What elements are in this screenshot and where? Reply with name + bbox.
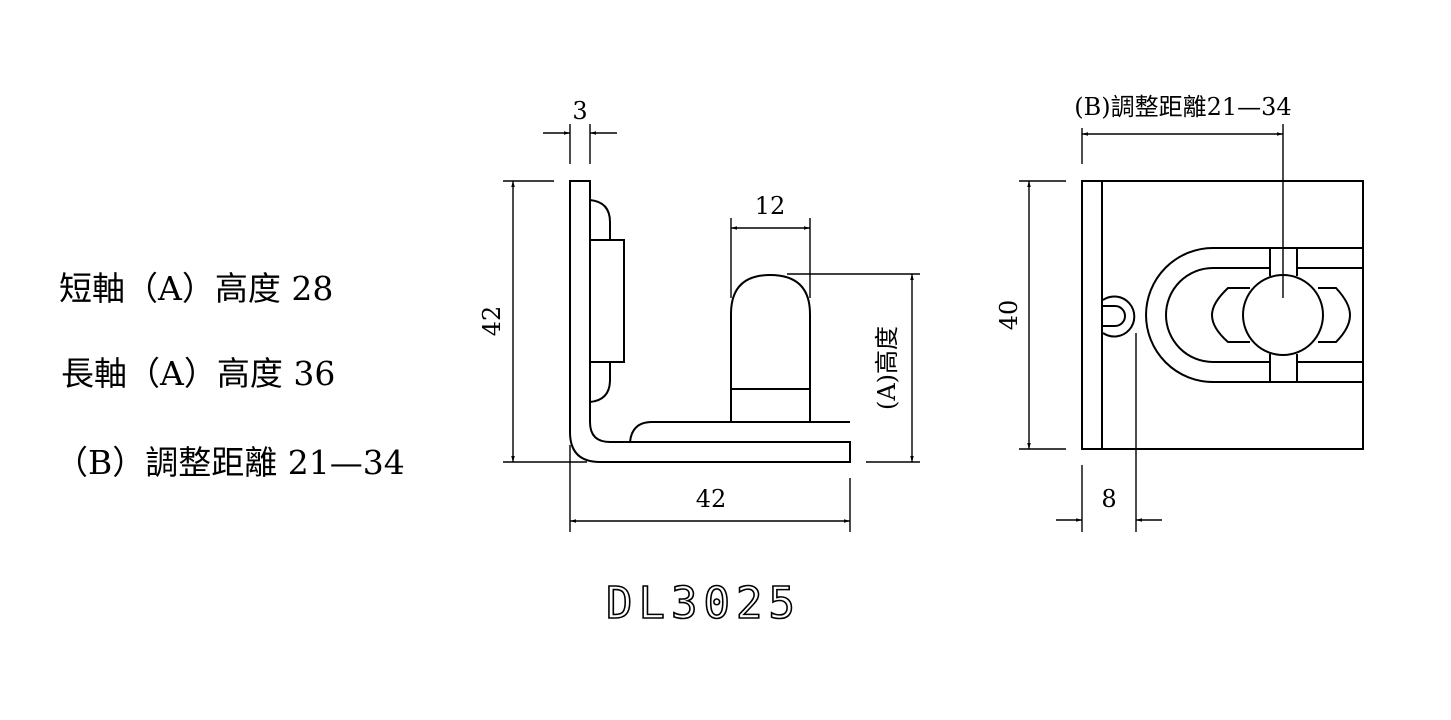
top-view-bracket xyxy=(1081,180,1364,450)
dim-pin-width-label: 12 xyxy=(755,192,786,220)
spec-label: 短軸（A）高度 xyxy=(58,269,281,308)
dimension-thickness: 3 xyxy=(543,97,617,164)
side-view-bracket xyxy=(569,180,851,463)
spec-adjust-distance: （B）調整距離 21—34 xyxy=(34,403,405,483)
model-number: DL3025 xyxy=(606,578,801,629)
spec-value: 28 xyxy=(291,269,334,308)
spec-value: 36 xyxy=(293,354,336,393)
dimension-width-42: 42 xyxy=(569,445,851,532)
dim-offset-label: 8 xyxy=(1101,485,1116,513)
dim-height-label: 42 xyxy=(478,306,506,337)
spec-short-axis-height: 短軸（A）高度 28 xyxy=(38,229,333,309)
dimension-pin-height: (A)高度 xyxy=(787,273,920,463)
dim-pin-height-label: (A)高度 xyxy=(873,326,901,410)
dimension-offset-8: 8 xyxy=(1056,333,1162,532)
spec-label: （B）調整距離 xyxy=(54,443,278,482)
dim-top-height-label: 40 xyxy=(995,300,1023,331)
spec-value: 21—34 xyxy=(287,443,405,482)
spec-long-axis-height: 長軸（A）高度 36 xyxy=(40,314,335,394)
spec-label: 長軸（A）高度 xyxy=(60,354,283,393)
dimension-height-40: 40 xyxy=(995,180,1066,450)
dimension-height-42: 42 xyxy=(478,180,587,463)
dimension-pin-width: 12 xyxy=(730,192,811,298)
dim-width-label: 42 xyxy=(696,485,727,513)
dimension-adjust-distance: (B)調整距離21—34 xyxy=(1074,93,1292,298)
dim-thickness-label: 3 xyxy=(572,97,587,125)
dim-adjust-label: (B)調整距離21—34 xyxy=(1074,93,1291,121)
